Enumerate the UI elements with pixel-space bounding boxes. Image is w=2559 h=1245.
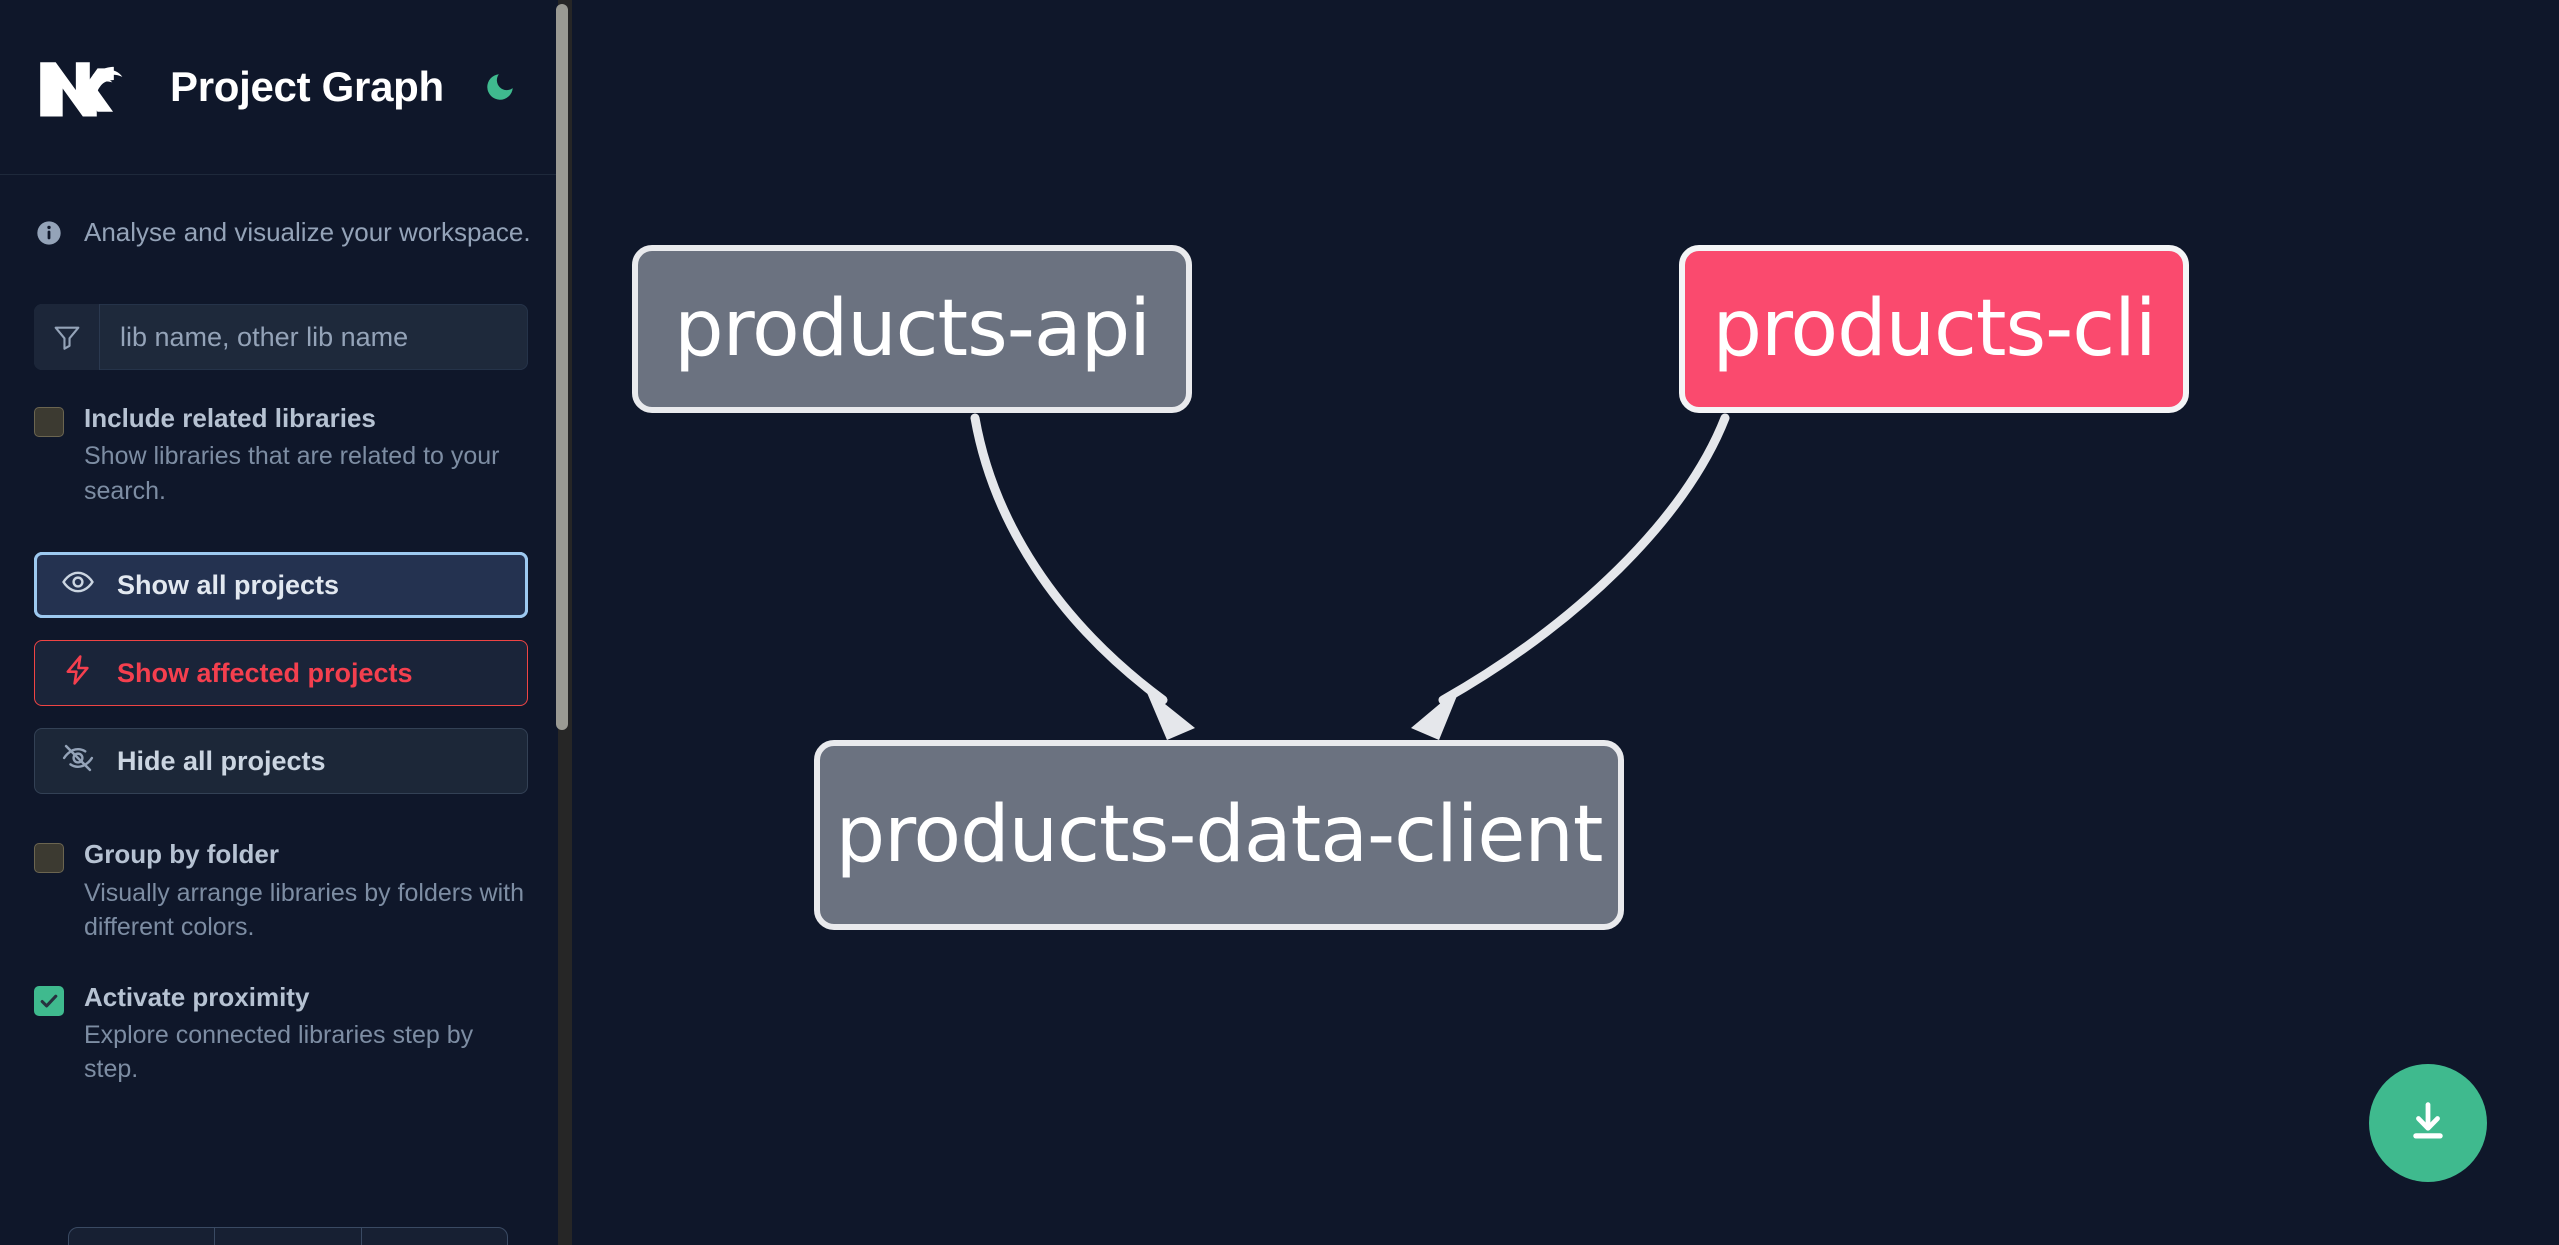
download-icon (2402, 1096, 2454, 1151)
option-description: Explore connected libraries step by step… (84, 1020, 474, 1084)
segment-option-1[interactable] (69, 1228, 216, 1245)
nx-logo-icon (34, 56, 127, 118)
arrowhead-products-api (1145, 688, 1195, 740)
graph-node-label: products-cli (1712, 284, 2156, 374)
option-description: Visually arrange libraries by folders wi… (84, 878, 525, 942)
sidebar: Project Graph Analyse and visualize yo (0, 0, 575, 1245)
workspace-info: Analyse and visualize your workspace. (0, 175, 562, 248)
search-field[interactable] (34, 304, 528, 370)
show-affected-projects-button[interactable]: Show affected projects (34, 640, 528, 707)
checkbox-include-related-libraries[interactable] (34, 407, 64, 437)
graph-edges (970, 413, 1730, 740)
edge-products-cli-to-products-data-client (1438, 413, 1730, 705)
moon-icon[interactable] (480, 67, 520, 107)
funnel-filter-icon[interactable] (34, 304, 100, 370)
option-text-group: Activate proximity Explore connected lib… (84, 981, 528, 1087)
workspace-info-text: Analyse and visualize your workspace. (84, 217, 531, 247)
checkbox-activate-proximity[interactable] (34, 985, 64, 1016)
option-title: Include related libraries (84, 403, 376, 433)
option-text-group: Include related libraries Show libraries… (84, 402, 528, 508)
graph-node-label: products-data-client (835, 790, 1604, 880)
option-text-group: Group by folder Visually arrange librari… (84, 838, 528, 944)
sidebar-scrollbar-thumb[interactable] (556, 4, 568, 730)
arrowhead-products-cli (1411, 686, 1461, 740)
segment-option-2[interactable] (215, 1228, 362, 1245)
segment-option-3[interactable] (362, 1228, 507, 1245)
eye-icon (61, 565, 95, 606)
download-graph-button[interactable] (2369, 1064, 2487, 1182)
sidebar-scrollbar-track[interactable] (556, 0, 572, 1245)
lightning-bolt-icon (61, 653, 95, 694)
option-activate-proximity[interactable]: Activate proximity Explore connected lib… (0, 981, 562, 1087)
page-title: Project Graph (170, 63, 444, 110)
option-title: Group by folder (84, 839, 279, 870)
option-group-by-folder[interactable]: Group by folder Visually arrange librari… (0, 838, 562, 944)
option-description: Show libraries that are related to your … (84, 442, 500, 505)
graph-canvas[interactable]: products-api products-cli products-data-… (575, 0, 2559, 1245)
sidebar-scroll-area: Project Graph Analyse and visualize yo (0, 0, 562, 1245)
edge-products-api-to-products-data-client (970, 413, 1168, 705)
graph-node-products-api[interactable]: products-api (632, 245, 1192, 413)
option-title: Activate proximity (84, 981, 310, 1012)
show-all-projects-label: Show all projects (117, 569, 340, 600)
option-include-related-libraries[interactable]: Include related libraries Show libraries… (0, 402, 562, 508)
show-all-projects-button[interactable]: Show all projects (34, 552, 528, 619)
info-icon (34, 218, 64, 248)
show-affected-projects-label: Show affected projects (117, 657, 413, 688)
hide-all-projects-button[interactable]: Hide all projects (34, 728, 528, 795)
graph-node-label: products-api (674, 284, 1151, 374)
sidebar-header: Project Graph (0, 0, 562, 175)
hide-all-projects-label: Hide all projects (117, 745, 326, 776)
graph-node-products-data-client[interactable]: products-data-client (814, 740, 1624, 930)
project-action-buttons: Show all projects Show affected projects (34, 552, 528, 795)
graph-node-products-cli[interactable]: products-cli (1679, 245, 2189, 413)
eye-off-icon (61, 741, 95, 782)
checkbox-group-by-folder[interactable] (34, 843, 64, 874)
proximity-segmented-control[interactable] (68, 1227, 508, 1245)
search-input[interactable] (100, 304, 528, 370)
